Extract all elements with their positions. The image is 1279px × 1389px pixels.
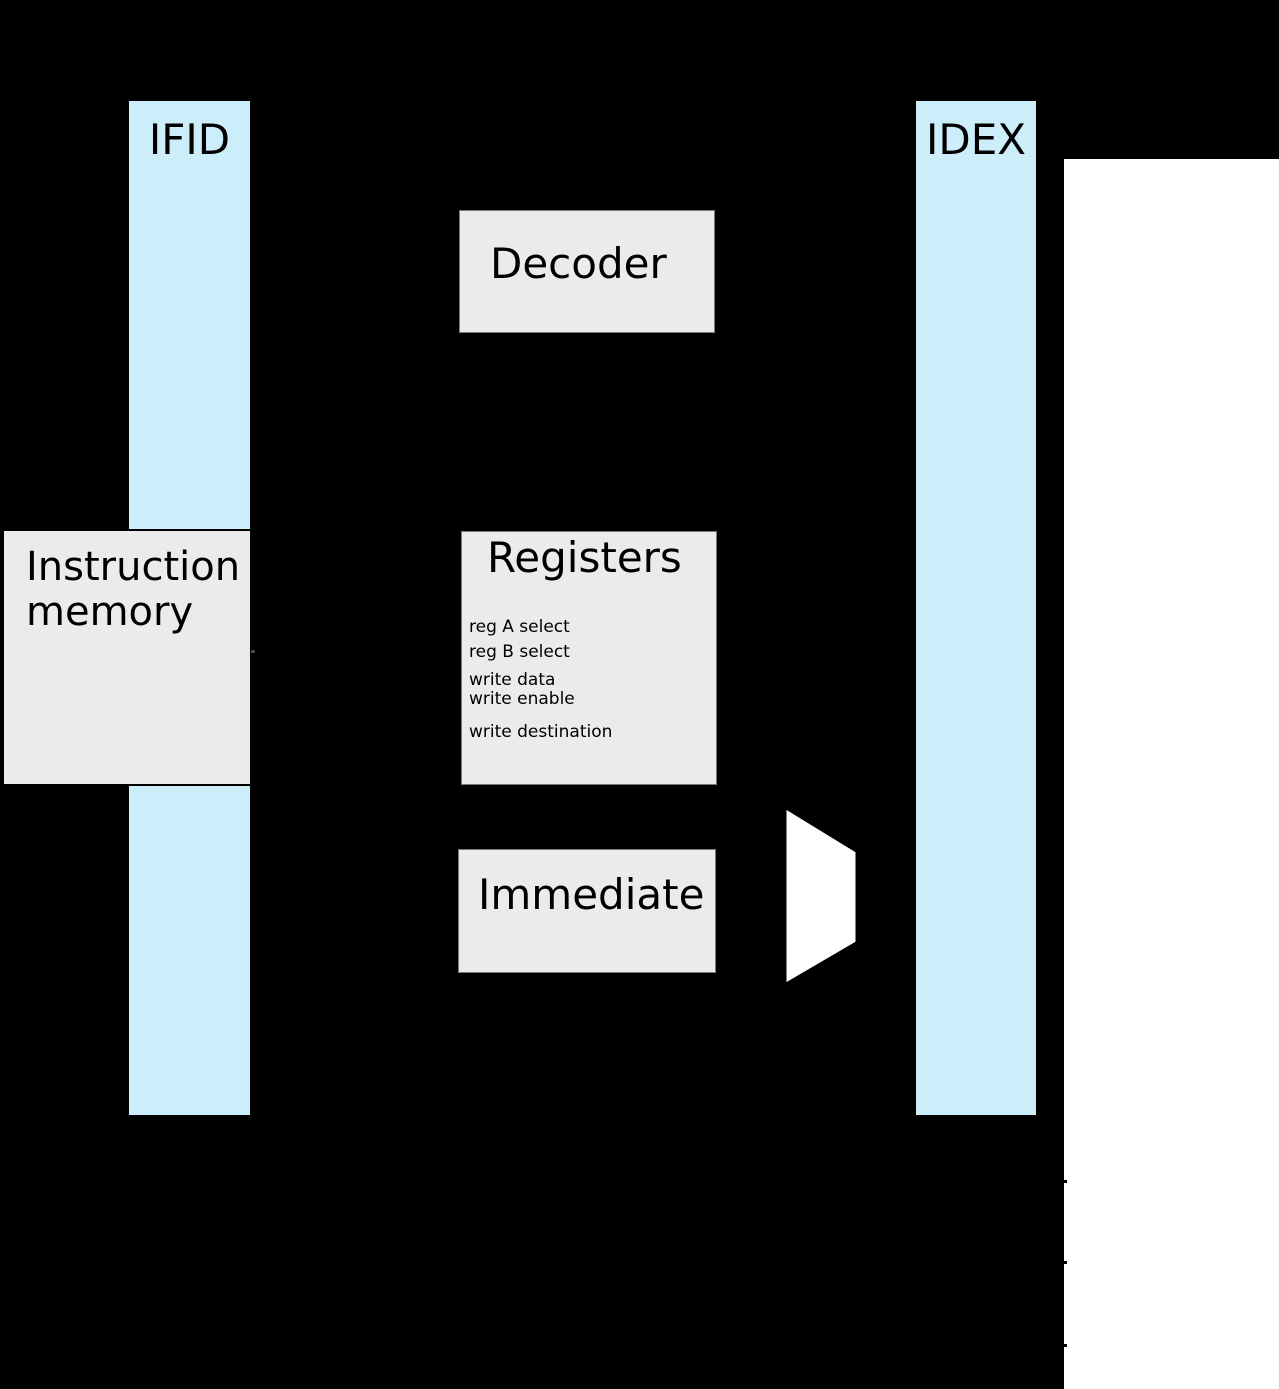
port-reg-b-select: reg B select [469,642,570,662]
pipeline-register-idex: IDEX [914,99,1038,1117]
wire-stub-1 [1060,1180,1067,1183]
port-reg-a-select: reg A select [469,617,570,637]
registers-block: Registers reg A select reg B select writ… [461,531,717,785]
wire-stub-instruction-memory [251,650,255,653]
instruction-memory-label: Instruction memory [26,544,241,635]
wire-stub-2 [1060,1261,1067,1264]
mux-shape [786,809,856,983]
wire-stub-3 [1060,1344,1067,1347]
decoder-block: Decoder [459,210,715,333]
ifid-label: IFID [148,115,231,164]
idex-label: IDEX [925,115,1027,164]
port-write-data: write data [469,670,556,690]
port-write-destination: write destination [469,722,613,742]
registers-label: Registers [487,533,682,582]
port-write-enable: write enable [469,689,575,709]
immediate-block: Immediate [458,849,716,973]
page-margin-background [1064,159,1279,1389]
instruction-memory-block: Instruction memory [2,529,252,786]
decoder-label: Decoder [490,239,667,288]
immediate-label: Immediate [478,870,705,919]
